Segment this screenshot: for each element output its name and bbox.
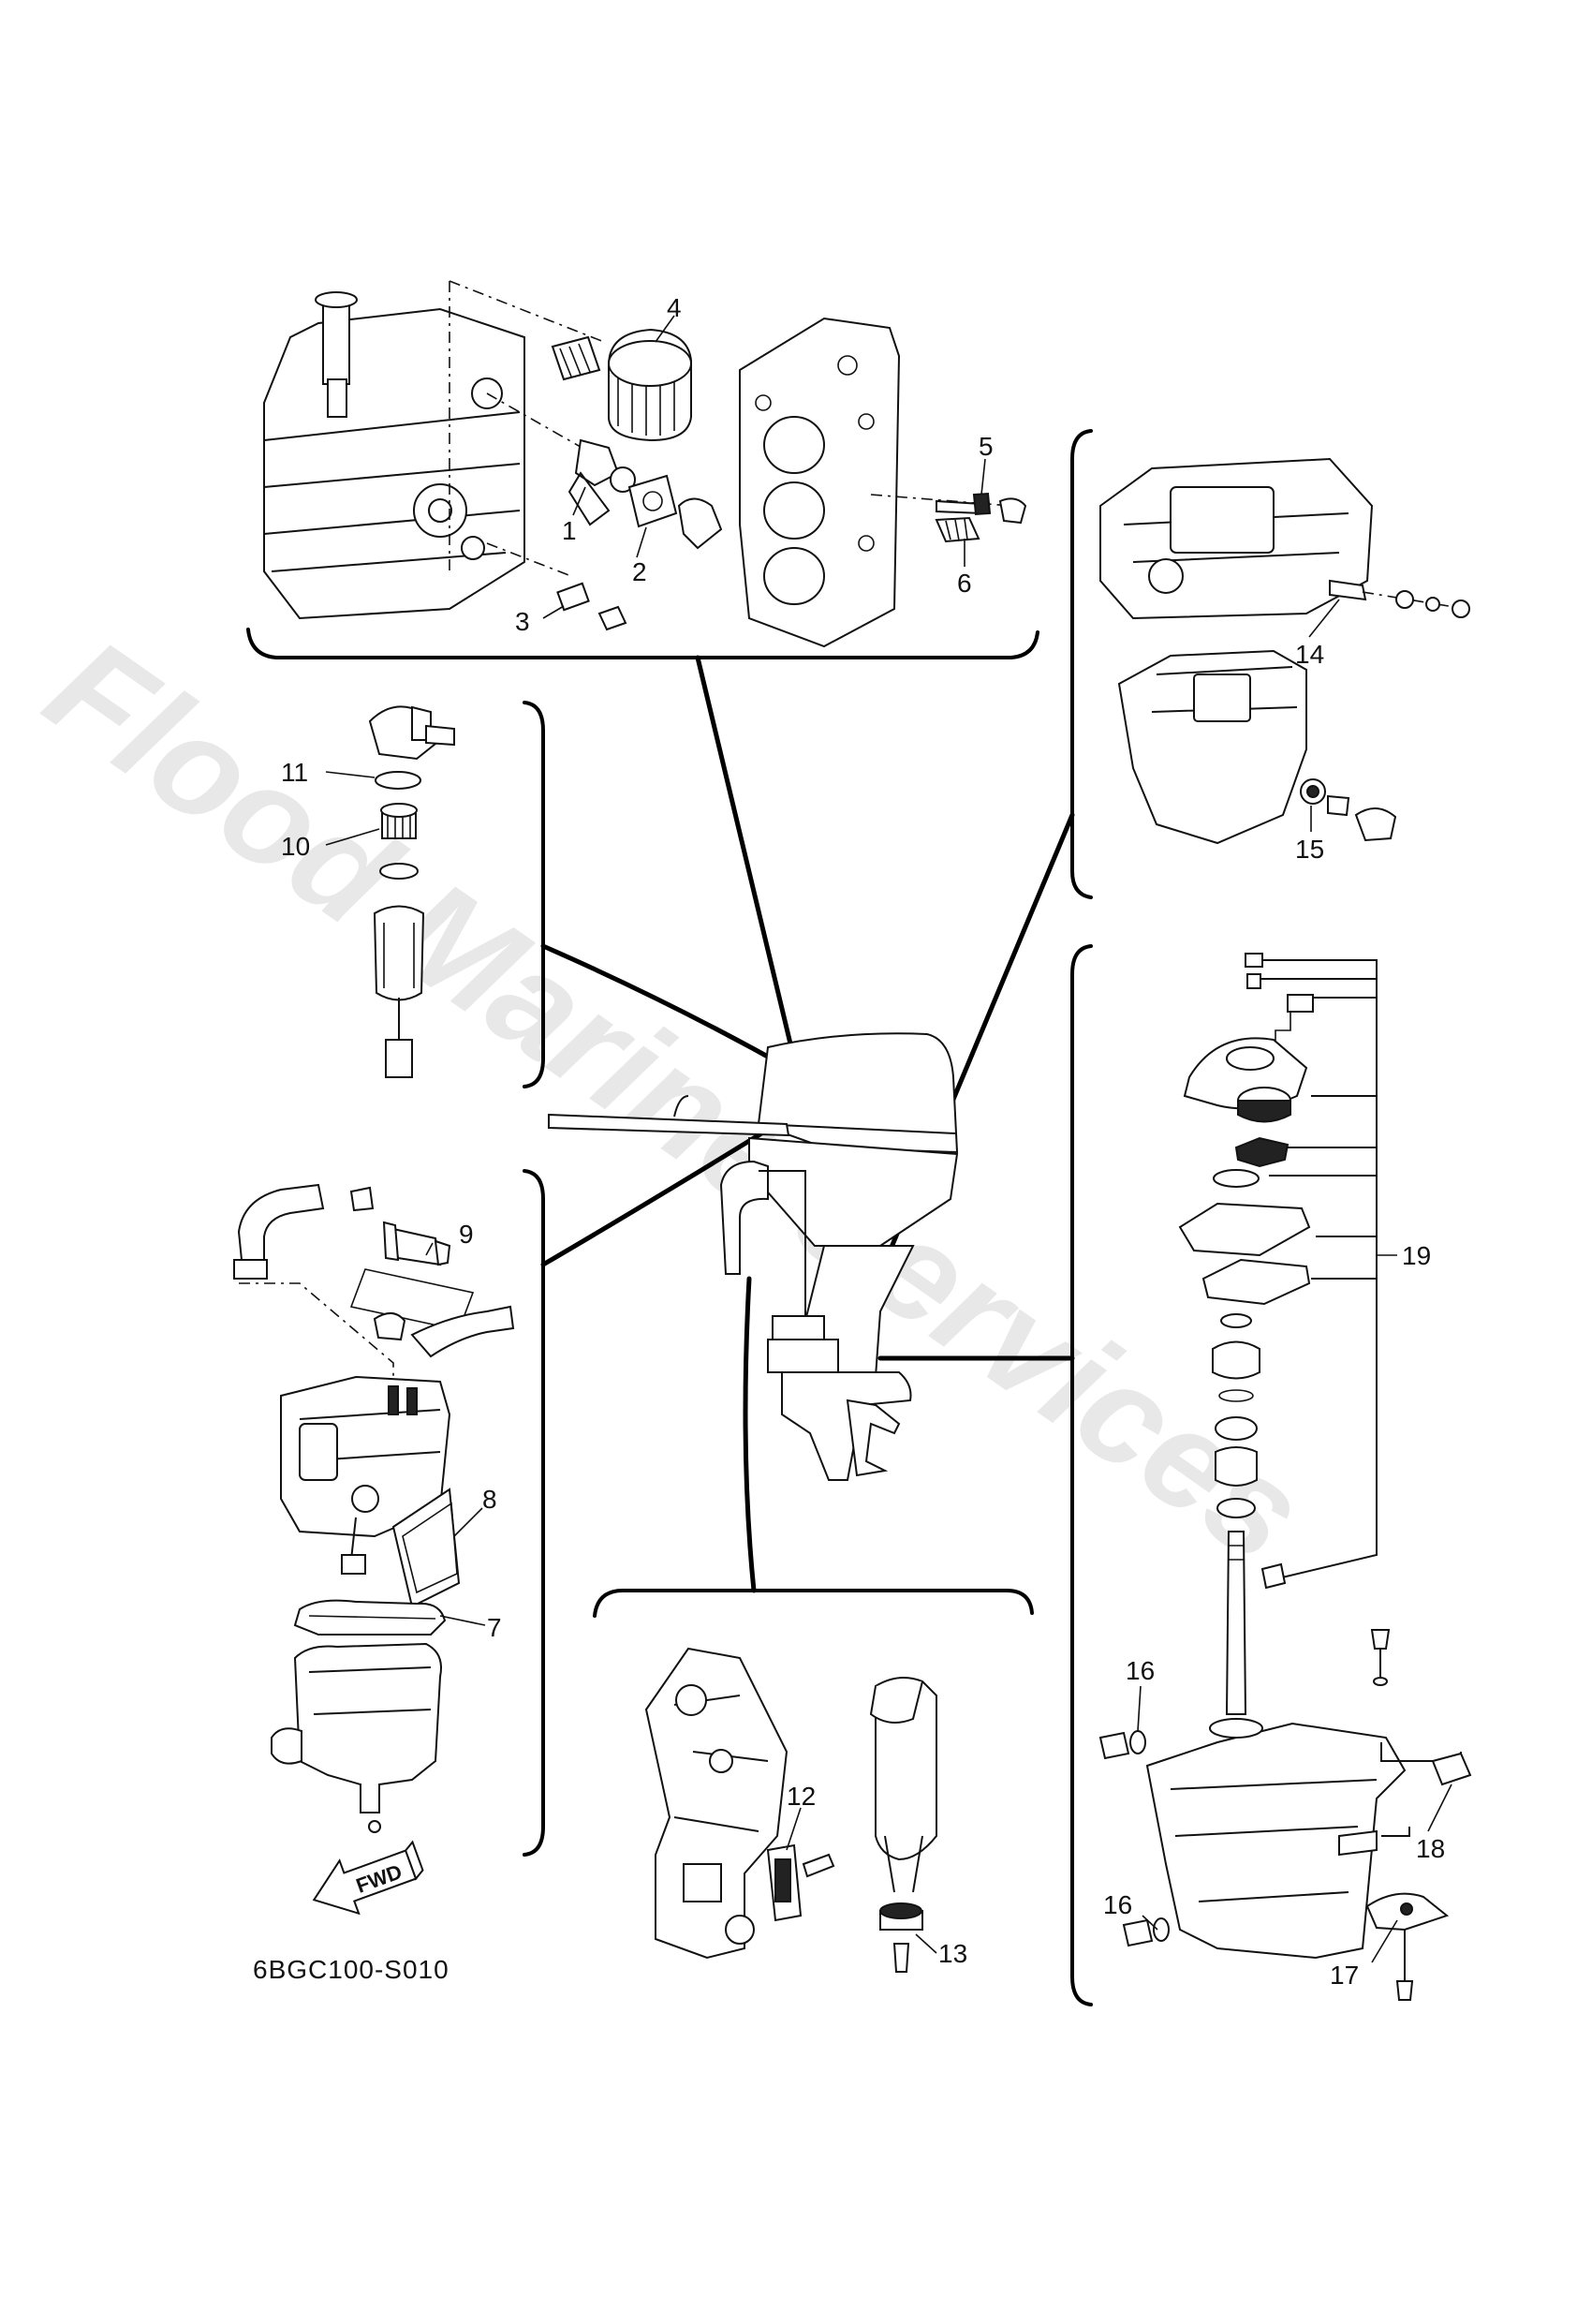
lower-unit-group bbox=[1098, 953, 1472, 2001]
callout-7: 7 bbox=[487, 1613, 502, 1642]
callout-18: 18 bbox=[1416, 1834, 1445, 1863]
section-brackets bbox=[246, 429, 1093, 2006]
callout-numbers: 1 2 3 4 5 6 7 8 9 10 11 12 13 14 15 16 1… bbox=[281, 293, 1445, 1990]
bracket-group bbox=[644, 1647, 937, 1973]
outboard-motor-overview bbox=[548, 1032, 959, 1481]
fwd-direction-arrow: FWD bbox=[312, 1840, 424, 1916]
cylinder-block-group bbox=[263, 280, 1027, 648]
callout-9: 9 bbox=[459, 1220, 474, 1249]
callout-11: 11 bbox=[281, 758, 308, 787]
callout-8: 8 bbox=[482, 1485, 497, 1514]
callout-6: 6 bbox=[957, 569, 972, 598]
callout-13: 13 bbox=[938, 1939, 967, 1968]
callout-5: 5 bbox=[979, 432, 994, 461]
callout-17: 17 bbox=[1330, 1961, 1359, 1990]
callout-15: 15 bbox=[1295, 835, 1324, 864]
callout-19: 19 bbox=[1402, 1241, 1431, 1270]
bottom-cowling-group bbox=[1099, 457, 1470, 845]
callout-12: 12 bbox=[787, 1782, 816, 1811]
callout-14: 14 bbox=[1295, 640, 1324, 669]
drawing-code: 6BGC100-S010 bbox=[253, 1955, 450, 1984]
fuel-pump-group bbox=[233, 1183, 515, 1833]
callout-2: 2 bbox=[632, 557, 647, 586]
callout-16-upper: 16 bbox=[1126, 1656, 1155, 1685]
fuel-filter-group bbox=[368, 705, 455, 1078]
callout-16-lower: 16 bbox=[1103, 1890, 1132, 1919]
callout-10: 10 bbox=[281, 832, 310, 861]
callout-1: 1 bbox=[562, 516, 577, 545]
callout-3: 3 bbox=[515, 607, 530, 636]
callout-4: 4 bbox=[667, 293, 682, 322]
callout-leaders bbox=[325, 315, 1452, 1963]
